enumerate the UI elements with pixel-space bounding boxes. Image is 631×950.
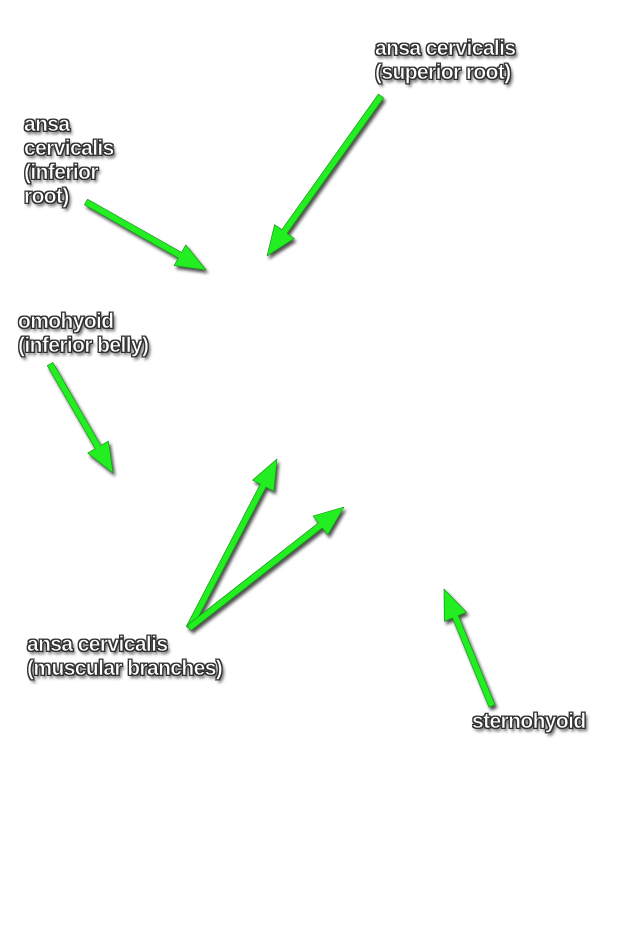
label-line: (inferior belly)	[18, 334, 150, 358]
label-line: cervicalis	[24, 137, 115, 161]
label-line: root)	[24, 185, 70, 209]
arrow-muscular-branch-lower	[186, 506, 345, 631]
arrow-omohyoid	[46, 362, 114, 474]
arrow-inferior-root	[84, 198, 207, 271]
label-ansa-cervicalis-inferior-root: ansa cervicalis (inferior root)	[24, 113, 115, 209]
arrow-sternohyoid	[443, 588, 496, 708]
label-sternohyoid: sternohyoid	[472, 710, 587, 734]
label-line: ansa cervicalis	[27, 633, 169, 657]
label-ansa-cervicalis-superior-root: ansa cervicalis (superior root)	[375, 37, 517, 85]
label-line: omohyoid	[18, 310, 115, 334]
label-omohyoid-inferior-belly: omohyoid (inferior belly)	[18, 310, 150, 358]
label-line: (inferior	[24, 161, 99, 185]
label-line: (muscular branches)	[27, 657, 223, 681]
label-line: (superior root)	[375, 61, 512, 85]
arrow-muscular-branch-upper	[185, 458, 278, 630]
label-ansa-cervicalis-muscular-branches: ansa cervicalis (muscular branches)	[27, 633, 223, 681]
label-line: sternohyoid	[472, 710, 587, 734]
label-line: ansa	[24, 113, 71, 137]
arrow-superior-root	[266, 93, 384, 257]
label-line: ansa cervicalis	[375, 37, 517, 61]
